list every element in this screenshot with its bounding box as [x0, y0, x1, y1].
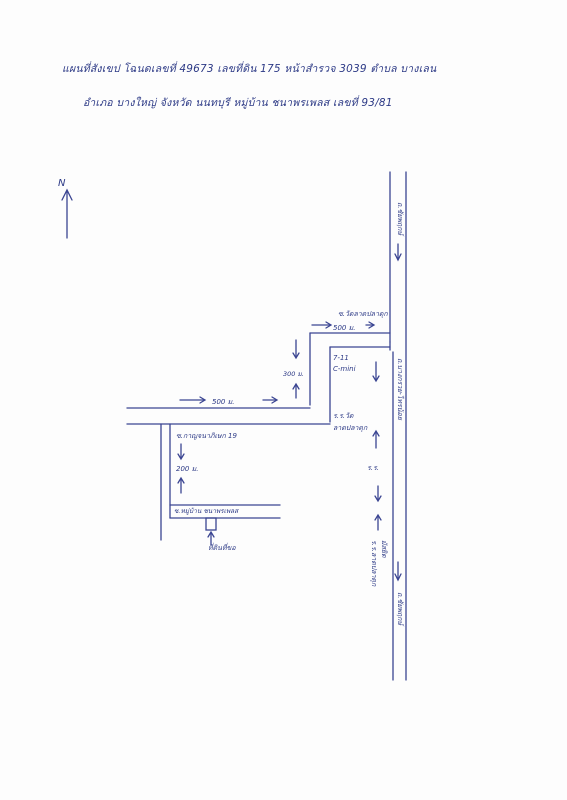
target-label: ที่ดินที่ขอ: [208, 542, 236, 552]
soi-19-label: ซ.กาญจนาภิเษก 19: [176, 432, 237, 440]
header-line-1: แผนที่สังเขป โฉนดเลขที่ 49673 เลขที่ดิน …: [62, 63, 437, 75]
side-school-label: ร.ร.ลาดปลาดุก: [370, 540, 378, 587]
distance-300: 300 ม.: [283, 370, 304, 378]
school-label-1: ร.ร.วัด: [333, 412, 354, 420]
target-plot: [205, 517, 217, 531]
small-mark: ร.ร.: [367, 464, 379, 472]
village-soi-label: ซ.หมู่บ้าน ชนาพรเพลส: [174, 507, 239, 515]
road-label-bottom: ถ.ชัยพฤกษ์: [396, 592, 405, 627]
north-arrow-head: [61, 188, 73, 201]
header-line-2: อำเภอ บางใหญ่ จังหวัด นนทบุรี หมู่บ้าน ช…: [83, 97, 393, 109]
shop-cmini: C-mini: [333, 365, 356, 373]
distance-500-left: 500 ม.: [212, 398, 234, 406]
school-label-2: ลาดปลาดุก: [333, 424, 368, 432]
distance-200: 200 ม.: [176, 465, 198, 473]
shop-711: 7-11: [333, 354, 349, 362]
north-label: N: [58, 178, 66, 189]
road-label-top: ถ.ชัยพฤกษ์: [396, 202, 405, 237]
road-label-middle: ถ.บางกรวย-ไทรน้อย: [396, 358, 405, 421]
junction-label: ซ.วัดลาดปลาดุก: [338, 310, 388, 318]
mosque-label: มัสยิด: [380, 540, 388, 558]
distance-500-top: 500 ม.: [333, 324, 355, 332]
